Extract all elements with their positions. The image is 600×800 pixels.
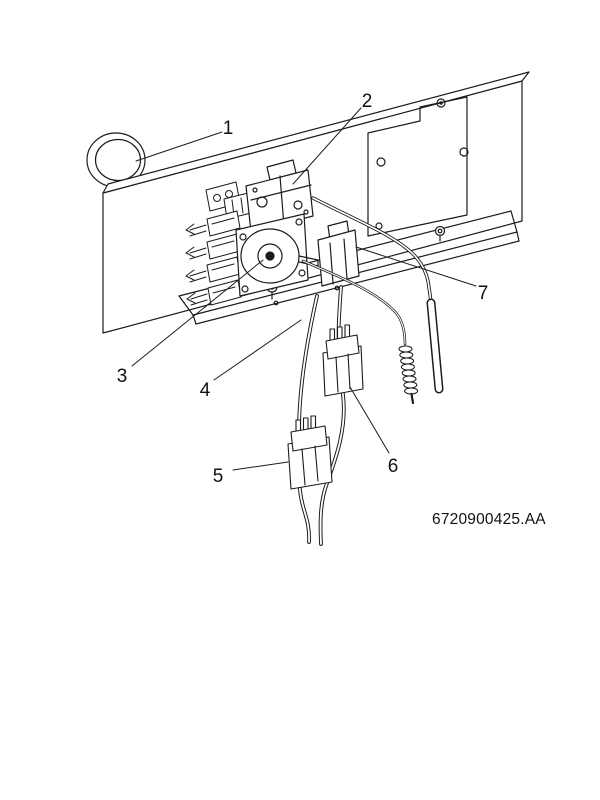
callout-line-7 xyxy=(355,246,477,287)
callout-line-6 xyxy=(349,386,390,454)
sensor-lead-wire xyxy=(311,196,433,303)
callout-line-2 xyxy=(292,107,362,185)
callout-line-1 xyxy=(135,131,223,162)
cables xyxy=(296,285,346,546)
part-number: 6720900425.AA xyxy=(432,511,546,528)
callout-label-2: 2 xyxy=(362,91,373,112)
callout-label-4: 4 xyxy=(200,380,211,401)
capillary-coil xyxy=(398,345,419,405)
callout-line-4 xyxy=(213,319,302,381)
front-panel xyxy=(102,71,530,334)
sensor-probe xyxy=(426,298,444,394)
terminal-strip xyxy=(185,181,252,306)
connector-plug-5 xyxy=(287,415,333,490)
callout-label-6: 6 xyxy=(388,456,399,477)
callout-label-1: 1 xyxy=(223,118,234,139)
callout-label-5: 5 xyxy=(213,466,224,487)
callout-label-7: 7 xyxy=(478,283,489,304)
callout-label-3: 3 xyxy=(117,366,128,387)
capillary-tube xyxy=(301,259,407,346)
connector-plug-6 xyxy=(322,324,364,397)
callout-line-5 xyxy=(232,461,289,471)
callout-lines xyxy=(131,107,477,471)
thermostat-dial xyxy=(235,213,319,297)
callout-line-3 xyxy=(131,259,264,367)
